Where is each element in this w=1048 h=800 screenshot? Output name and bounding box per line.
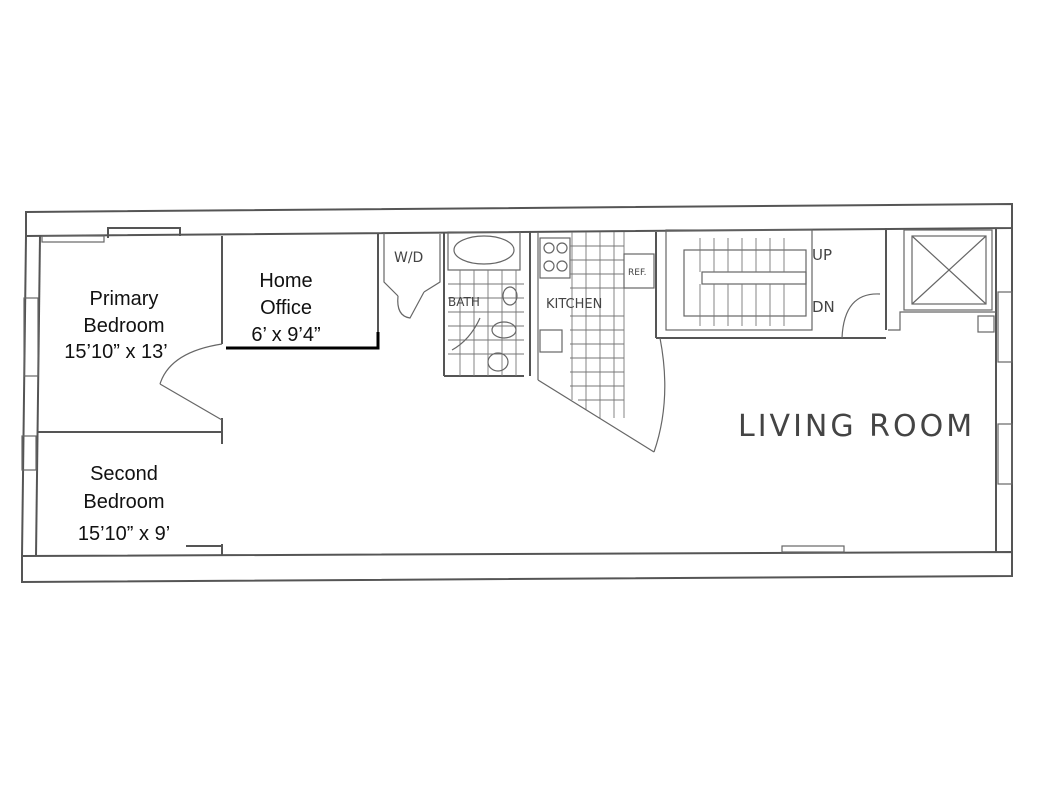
toilet-2 [487, 352, 509, 372]
refrigerator [623, 253, 655, 289]
svg-text:15’10” x 13’: 15’10” x 13’ [64, 341, 167, 363]
svg-text:Office: Office [260, 297, 312, 319]
bath-sink [502, 286, 518, 306]
living-room-label: LIVING ROOM [738, 409, 975, 444]
interior-walls [38, 227, 887, 556]
outer-walls [21, 202, 1013, 584]
bath-label: BATH [448, 295, 480, 309]
stairs: UP DN [665, 229, 881, 339]
primary-bedroom-door [159, 343, 223, 421]
home-office-wall [226, 332, 380, 350]
svg-text:Second: Second [90, 463, 158, 485]
primary-bedroom-label: Primary Bedroom 15’10” x 13’ [64, 288, 167, 363]
toilet [491, 321, 517, 339]
elevator-shaft [888, 229, 996, 333]
second-bedroom-label: Second Bedroom 15’10” x 9’ [78, 463, 170, 545]
svg-text:Bedroom: Bedroom [83, 491, 164, 513]
svg-text:Primary: Primary [90, 288, 159, 310]
svg-text:Home: Home [259, 270, 312, 292]
windows [21, 235, 1013, 553]
kitchen-tile-grid [570, 232, 625, 418]
bathroom: BATH [447, 231, 524, 376]
refrigerator-label: REF. [628, 268, 647, 278]
stairs-down-label: DN [812, 298, 835, 316]
washer-dryer-label: W/D [394, 250, 423, 266]
svg-text:6’ x 9’4”: 6’ x 9’4” [251, 324, 320, 346]
kitchen-sink [539, 329, 563, 353]
stairs-up-label: UP [812, 246, 832, 264]
home-office-label: Home Office 6’ x 9’4” [251, 270, 320, 346]
washer-dryer-closet: W/D [383, 232, 441, 319]
bath-tile-grid [448, 270, 524, 376]
svg-text:Bedroom: Bedroom [83, 315, 164, 337]
stove-icon [539, 237, 571, 279]
kitchen: REF. KITCHEN [537, 232, 666, 453]
svg-text:15’10” x 9’: 15’10” x 9’ [78, 523, 170, 545]
bathtub [453, 235, 515, 265]
kitchen-label: KITCHEN [546, 297, 602, 312]
